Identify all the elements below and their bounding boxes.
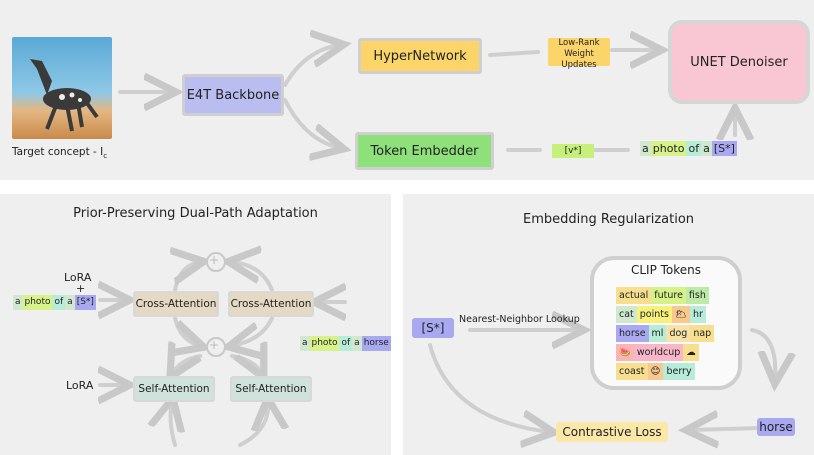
s-prompt: a photo of a [S*] <box>13 295 96 310</box>
clip-token: cat <box>616 306 637 323</box>
clip-row: horse ml dog nap <box>616 325 715 342</box>
weight-updates-label: Low-Rank Weight Updates <box>548 38 610 70</box>
clip-token-grid: actual future fish cat points 🌥 hr horse… <box>616 287 715 382</box>
v-token: [v*] <box>552 144 594 158</box>
clip-token: horse <box>616 325 649 342</box>
prompt-token: [S*] <box>711 141 737 156</box>
plus-sign: + <box>76 282 86 295</box>
prompt-token: of <box>686 141 702 156</box>
cross-attention-box-2: Cross-Attention <box>228 291 314 317</box>
clip-token: berry <box>663 363 695 380</box>
prompt-token: a <box>300 336 310 351</box>
prompt-token: photo <box>650 141 687 156</box>
clip-token: dog <box>666 325 691 342</box>
lora-label-top: LoRA <box>64 271 92 284</box>
clip-row: cat points 🌥 hr <box>616 306 714 323</box>
horse-image <box>12 37 112 139</box>
image-caption: Target concept - Ic <box>12 146 108 161</box>
horse-silhouette-icon <box>30 59 99 132</box>
cloud-icon: ☁ <box>683 344 699 361</box>
token-embedder-box: Token Embedder <box>355 132 494 170</box>
nn-lookup-label: Nearest-Neighbor Lookup <box>459 314 580 325</box>
clip-token-icon: 🌥 <box>671 306 691 323</box>
clip-token: fish <box>685 287 709 304</box>
hypernetwork-label: HyperNetwork <box>373 48 467 64</box>
smile-icon: 😊 <box>647 363 664 380</box>
clip-token: ml <box>648 325 667 342</box>
clip-row: 🍉 worldcup ☁ <box>616 344 714 361</box>
self-attention-box-2: Self-Attention <box>230 376 312 402</box>
prompt-token: a <box>640 141 651 156</box>
e4t-backbone-label: E4T Backbone <box>186 87 280 103</box>
clip-token: actual <box>616 287 652 304</box>
clip-tokens-title: CLIP Tokens <box>630 263 702 277</box>
dual-path-title: Prior-Preserving Dual-Path Adaptation <box>73 206 318 221</box>
cross-attention-box-1: Cross-Attention <box>133 291 219 317</box>
clip-token: points <box>636 306 672 323</box>
unet-denoiser-box: UNET Denoiser <box>668 20 810 104</box>
clip-token: worldcup <box>633 344 684 361</box>
horse-token-box: horse <box>757 418 795 436</box>
clip-token: hr <box>690 306 706 323</box>
plus-node-top: + <box>209 253 220 267</box>
self-attention-box-1: Self-Attention <box>133 376 215 402</box>
prompt-token: a <box>13 295 23 310</box>
token-embedder-label: Token Embedder <box>370 143 479 159</box>
prompt-token: a <box>701 141 712 156</box>
clip-row: actual future fish <box>616 287 714 304</box>
e4t-backbone-box: E4T Backbone <box>182 74 284 116</box>
prompt-token: horse <box>361 336 391 351</box>
prompt-token: [S*] <box>74 295 96 310</box>
prompt-token: of <box>52 295 66 310</box>
hypernetwork-box: HyperNetwork <box>358 38 482 74</box>
lora-label-bottom: LoRA <box>66 379 94 392</box>
clip-token: coast <box>616 363 648 380</box>
top-prompt: a photo of a [S*] <box>640 141 737 156</box>
prompt-token: photo <box>22 295 53 310</box>
embedding-regularization-title: Embedding Regularization <box>522 212 695 227</box>
prompt-token: photo <box>309 336 340 351</box>
clip-token: future <box>651 287 686 304</box>
clip-row: coast 😊 berry <box>616 363 714 380</box>
prompt-token: of <box>339 336 353 351</box>
contrastive-loss-box: Contrastive Loss <box>556 422 668 442</box>
s-token-box: [S*] <box>412 318 454 338</box>
clip-token: nap <box>690 325 715 342</box>
horse-prompt: a photo of a horse <box>300 336 391 351</box>
watermelon-icon: 🍉 <box>616 344 634 361</box>
unet-denoiser-label: UNET Denoiser <box>690 54 788 70</box>
plus-node-bottom: + <box>209 338 220 352</box>
prompt-token: a <box>352 336 362 351</box>
prompt-token: a <box>65 295 75 310</box>
